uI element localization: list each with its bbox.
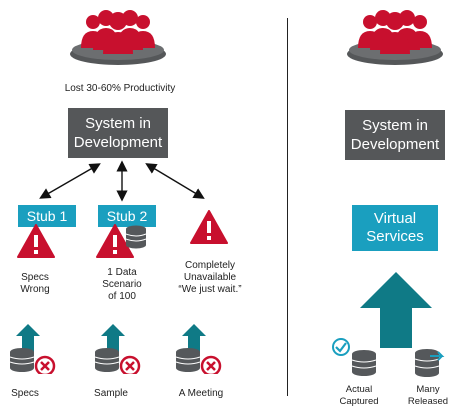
system-in-development-box: System in Development xyxy=(345,110,445,160)
database-icon xyxy=(125,225,147,249)
database-rejected-icon xyxy=(93,322,143,374)
arrow-to-unavailable xyxy=(145,163,205,199)
warning-icon xyxy=(96,224,134,258)
many-released-label: Many Released xyxy=(407,384,449,407)
arrow-to-stub-1 xyxy=(39,163,101,199)
database-approved-icon xyxy=(330,338,380,382)
specs-wrong-label: Specs Wrong xyxy=(20,272,50,295)
database-rejected-icon xyxy=(174,322,224,374)
actual-captured-label: Actual Captured xyxy=(339,384,379,407)
a-meeting-label: A Meeting xyxy=(178,388,224,399)
people-group-icon xyxy=(345,8,445,66)
divider xyxy=(287,18,288,396)
database-released-icon xyxy=(412,348,446,380)
productivity-label: Lost 30-60% Productivity xyxy=(64,83,176,94)
warning-icon xyxy=(190,210,228,244)
warning-icon xyxy=(17,224,55,258)
stub-1-box: Stub 1 xyxy=(18,205,76,227)
one-data-scenario-label: 1 Data Scenario of 100 xyxy=(102,267,142,302)
virtual-services-box: Virtual Services xyxy=(352,205,438,251)
database-rejected-icon xyxy=(8,322,58,374)
connector-arrows xyxy=(39,160,205,202)
sample-label: Sample xyxy=(94,388,128,399)
specs-label: Specs xyxy=(11,388,39,399)
people-group-icon xyxy=(68,8,168,66)
completely-unavailable-label: Completely Unavailable “We just wait.” xyxy=(178,260,242,295)
stub-2-box: Stub 2 xyxy=(98,205,156,227)
big-up-arrow-icon xyxy=(358,270,434,350)
system-in-development-box: System in Development xyxy=(68,108,168,158)
